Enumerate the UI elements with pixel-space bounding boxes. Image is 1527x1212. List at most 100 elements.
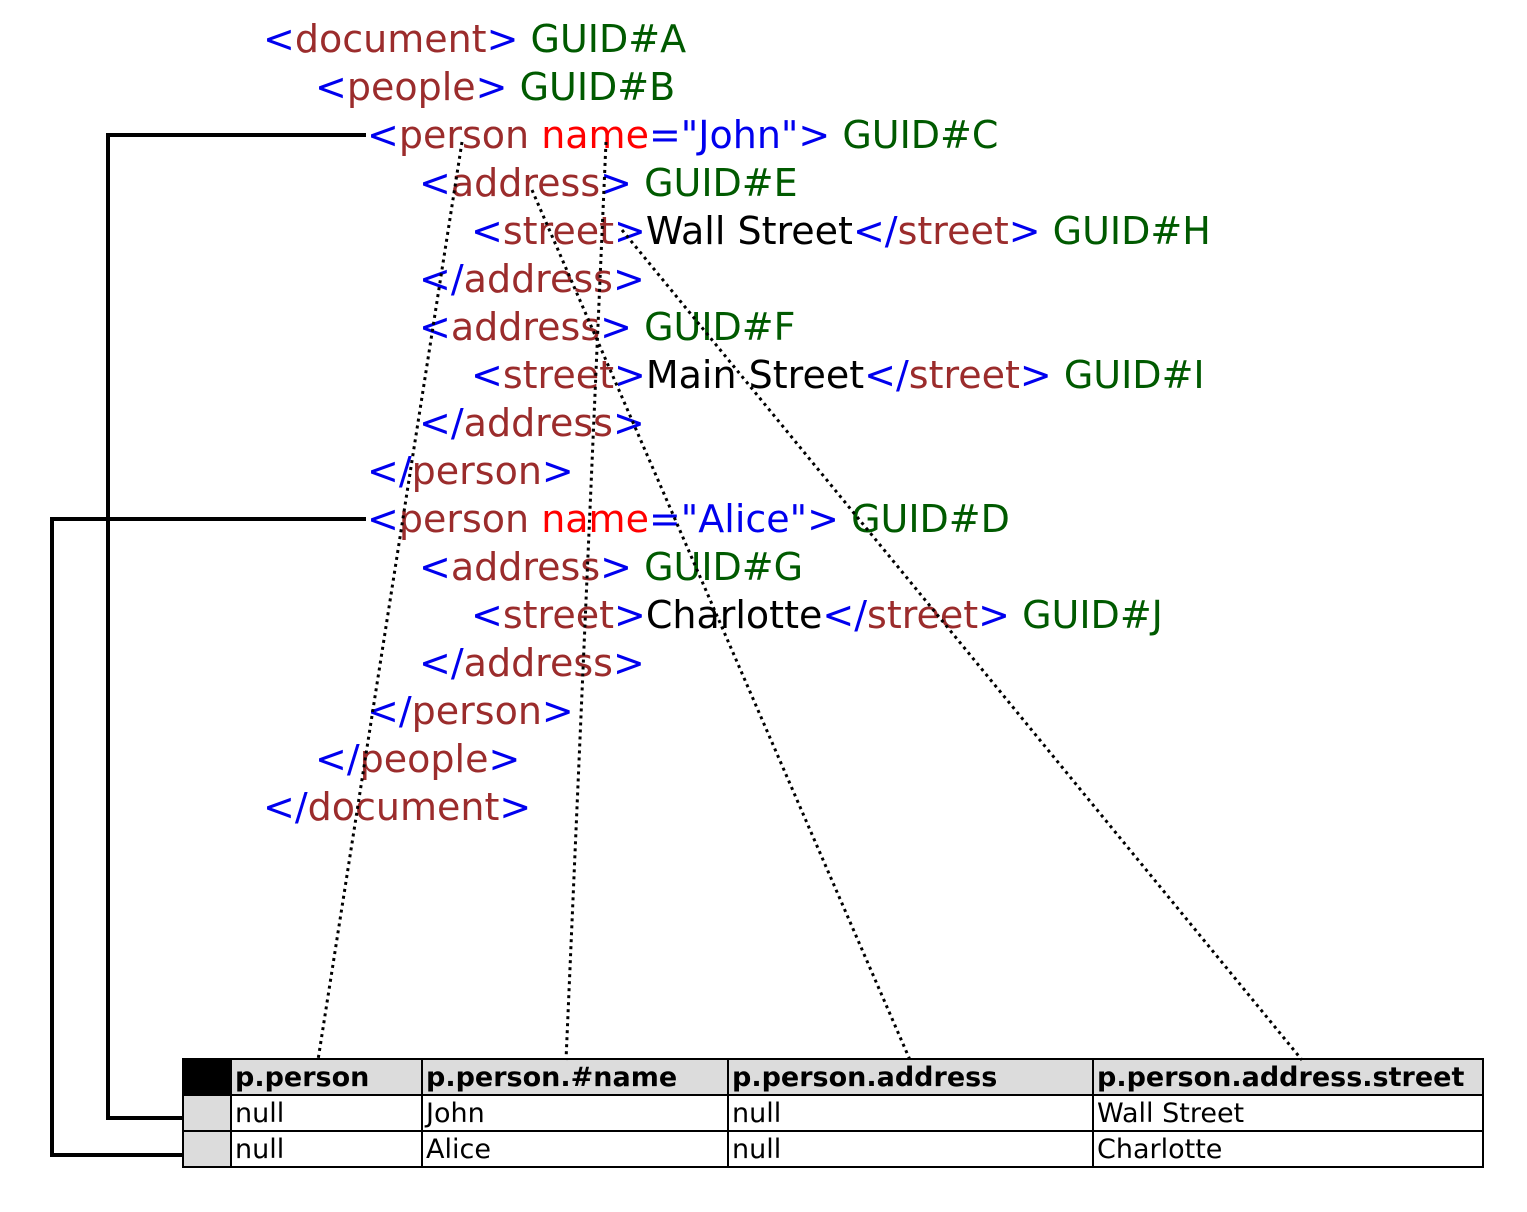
xml-token-guid: GUID#C <box>830 113 999 157</box>
xml-token-bracket: > <box>1008 209 1041 253</box>
xml-token-bracket: > <box>488 737 521 781</box>
xml-token-bracket: </ <box>419 257 464 301</box>
column-header-name: p.person.#name <box>421 1058 729 1096</box>
table-cell: null <box>230 1094 423 1132</box>
xml-line-person-alice-open: <person name="Alice"> GUID#D <box>367 495 1010 543</box>
xml-token-bracket: </ <box>315 737 360 781</box>
xml-token-tag: address <box>450 161 601 205</box>
xml-token-guid: GUID#E <box>631 161 798 205</box>
xml-token-tag: street <box>897 209 1009 253</box>
xml-token-bracket: </ <box>822 593 868 637</box>
table-cell: null <box>230 1130 423 1168</box>
xml-token-guid: GUID#B <box>507 65 676 109</box>
xml-token-bracket: </ <box>367 449 412 493</box>
xml-token-tag: people <box>359 737 489 781</box>
xml-token-tag: street <box>502 353 614 397</box>
xml-token-guid: GUID#A <box>518 17 687 61</box>
xml-token-tag: person <box>411 449 542 493</box>
xml-token-guid: GUID#I <box>1051 353 1205 397</box>
xml-line-address-f-close: </address> <box>419 399 645 447</box>
xml-token-tag: document <box>294 17 487 61</box>
table-corner-cell <box>182 1058 232 1096</box>
xml-token-tag: street <box>908 353 1020 397</box>
xml-token-bracket: > <box>541 449 574 493</box>
xml-token-bracket: > <box>614 209 646 253</box>
xml-line-doc-open: <document> GUID#A <box>263 15 686 63</box>
xml-token-bracket: </ <box>419 401 464 445</box>
xml-token-tag: street <box>502 209 614 253</box>
xml-token-bracket: =" <box>648 497 699 541</box>
xml-token-tag: street <box>867 593 979 637</box>
xml-line-address-f-open: <address> GUID#F <box>419 303 796 351</box>
flattened-result-table: p.person p.person.#name p.person.address… <box>182 1058 1484 1168</box>
xml-token-tag: address <box>463 401 613 445</box>
xml-token-bracket: < <box>263 17 295 61</box>
xml-token-bracket: < <box>471 209 503 253</box>
row-link-john <box>106 133 366 1120</box>
xml-token-tag: people <box>346 65 476 109</box>
table-row: null Alice null Charlotte <box>182 1130 1484 1168</box>
xml-token-bracket: > <box>614 353 646 397</box>
xml-token-bracket: </ <box>263 785 308 829</box>
xml-token-bracket: > <box>1019 353 1052 397</box>
row-header-cell <box>182 1094 232 1132</box>
row-header-cell <box>182 1130 232 1168</box>
table-cell: John <box>421 1094 729 1132</box>
xml-token-guid: GUID#G <box>631 545 804 589</box>
xml-line-street-j: <street>Charlotte</street> GUID#J <box>471 591 1163 639</box>
table-cell: Charlotte <box>1092 1130 1484 1168</box>
table-row: null John null Wall Street <box>182 1094 1484 1132</box>
xml-line-address-e-open: <address> GUID#E <box>419 159 798 207</box>
xml-token-tag: person <box>411 689 542 733</box>
xml-token-tag: person <box>398 113 542 157</box>
xml-token-guid: GUID#J <box>1010 593 1163 637</box>
xml-token-bracket: < <box>419 305 451 349</box>
xml-token-guid: GUID#H <box>1040 209 1211 253</box>
xml-token-bracket: > <box>612 257 645 301</box>
xml-token-bracket: > <box>486 17 519 61</box>
xml-token-bracket: > <box>600 161 632 205</box>
xml-token-bracket: > <box>600 305 632 349</box>
column-header-address: p.person.address <box>727 1058 1094 1096</box>
xml-line-address-g-open: <address> GUID#G <box>419 543 803 591</box>
xml-token-bracket: < <box>367 497 399 541</box>
xml-token-bracket: < <box>471 353 503 397</box>
xml-token-guid: GUID#F <box>631 305 796 349</box>
xml-token-bracket: > <box>612 641 645 685</box>
xml-token-tag: address <box>463 641 613 685</box>
xml-token-bracket: > <box>614 593 646 637</box>
table-cell: Alice <box>421 1130 729 1168</box>
xml-line-person-alice-close: </person> <box>367 687 574 735</box>
column-header-person: p.person <box>230 1058 423 1096</box>
xml-token-bracket: > <box>499 785 532 829</box>
xml-line-person-john-close: </person> <box>367 447 574 495</box>
xml-token-tag: address <box>450 305 601 349</box>
table-cell: Wall Street <box>1092 1094 1484 1132</box>
xml-token-bracket: </ <box>419 641 464 685</box>
xml-token-tag: address <box>463 257 613 301</box>
xml-token-bracket: < <box>367 113 399 157</box>
xml-token-tag: person <box>398 497 542 541</box>
table-header-row: p.person p.person.#name p.person.address… <box>182 1058 1484 1096</box>
xml-token-bracket: > <box>978 593 1011 637</box>
xml-token-bracket: > <box>600 545 632 589</box>
xml-token-bracket: "> <box>789 497 839 541</box>
xml-line-doc-close: </document> <box>263 783 531 831</box>
xml-line-people-close: </people> <box>315 735 520 783</box>
xml-token-value: Alice <box>698 497 790 541</box>
xml-token-text: Charlotte <box>645 593 823 637</box>
xml-token-text: Wall Street <box>645 209 853 253</box>
xml-token-bracket: </ <box>367 689 412 733</box>
xml-line-street-i: <street>Main Street</street> GUID#I <box>471 351 1205 399</box>
xml-token-bracket: </ <box>852 209 898 253</box>
xml-token-text: Main Street <box>645 353 865 397</box>
xml-token-bracket: =" <box>648 113 699 157</box>
xml-token-bracket: > <box>612 401 645 445</box>
xml-token-bracket: < <box>419 161 451 205</box>
table-cell: null <box>727 1130 1094 1168</box>
xml-token-attr: name <box>541 497 649 541</box>
xml-line-street-h: <street>Wall Street</street> GUID#H <box>471 207 1211 255</box>
xml-token-tag: address <box>450 545 601 589</box>
xml-token-bracket: > <box>475 65 508 109</box>
